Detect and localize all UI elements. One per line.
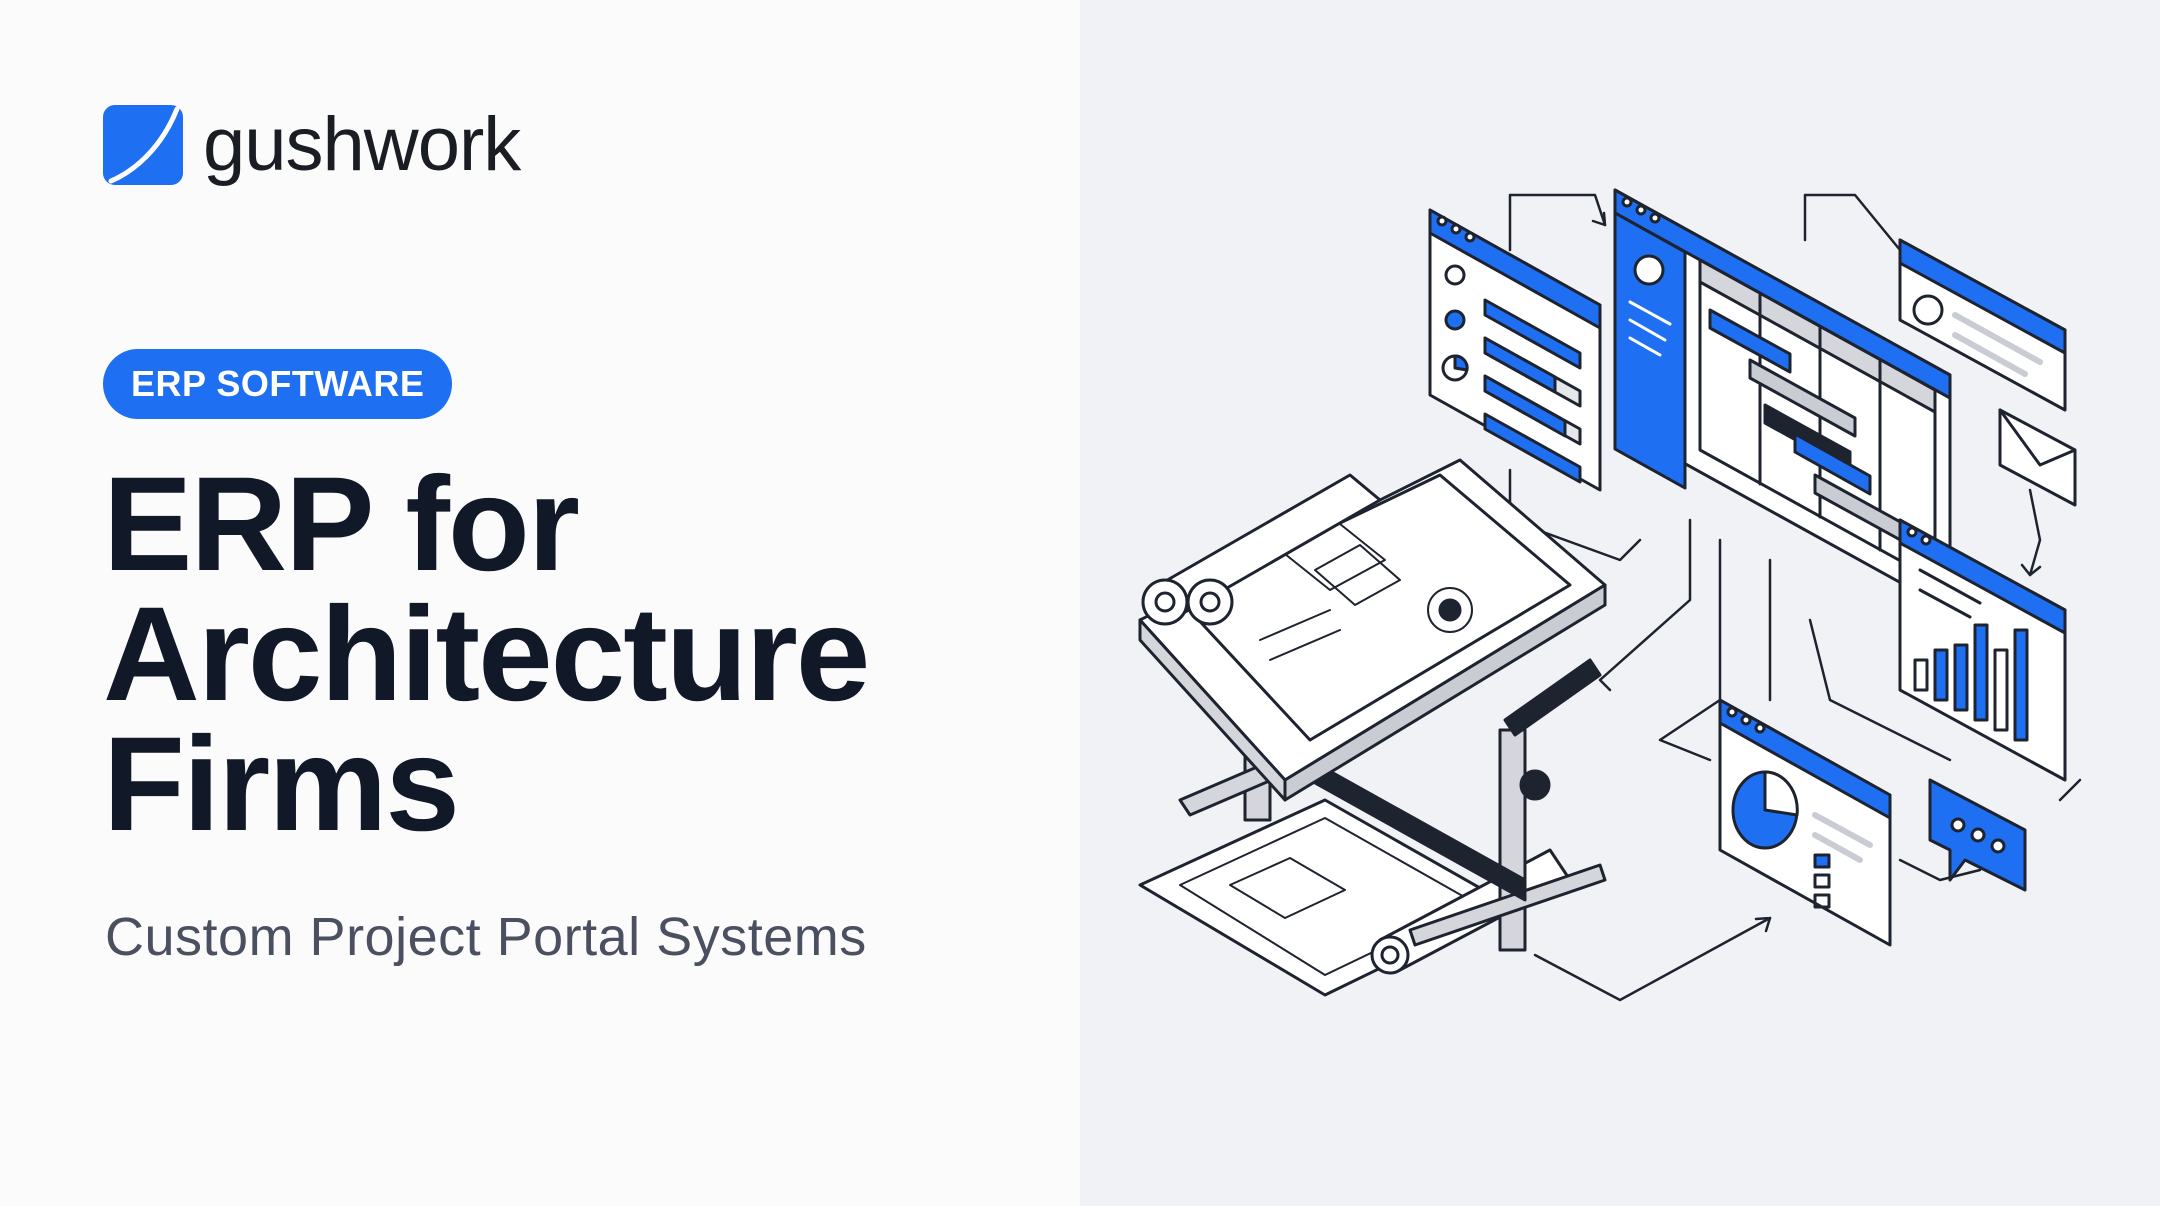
title-line-3: Firms	[103, 710, 460, 859]
bar-chart-icon	[1898, 518, 2067, 782]
brand-name: gushwork	[203, 102, 521, 187]
brand-logo[interactable]: gushwork	[103, 102, 521, 187]
page-subtitle: Custom Project Portal Systems	[105, 907, 867, 967]
blueprint-icon	[1138, 798, 1512, 997]
gushwork-logo-icon	[103, 105, 183, 185]
dashboard-window-icon	[1428, 208, 1602, 492]
email-icon	[1998, 408, 2077, 507]
erp-illustration	[1138, 188, 2082, 1002]
pie-chart-icon	[1718, 698, 1892, 947]
connector-arrows	[1508, 193, 2082, 1002]
hero-panel: gushwork ERP SOFTWARE ERP for Architectu…	[103, 102, 1063, 967]
title-line-1: ERP for	[103, 450, 580, 599]
gantt-chart-icon	[1613, 188, 1952, 612]
illustration-panel	[1080, 0, 2160, 1206]
message-window	[1898, 238, 2067, 412]
drafting-table-icon	[1138, 458, 1607, 997]
user-icon	[1444, 264, 1466, 286]
page-title: ERP for Architecture Firms	[103, 450, 1063, 859]
chat-bubble-icon	[1928, 778, 2027, 892]
category-badge: ERP SOFTWARE	[103, 349, 453, 419]
title-line-2: Architecture	[103, 580, 870, 729]
